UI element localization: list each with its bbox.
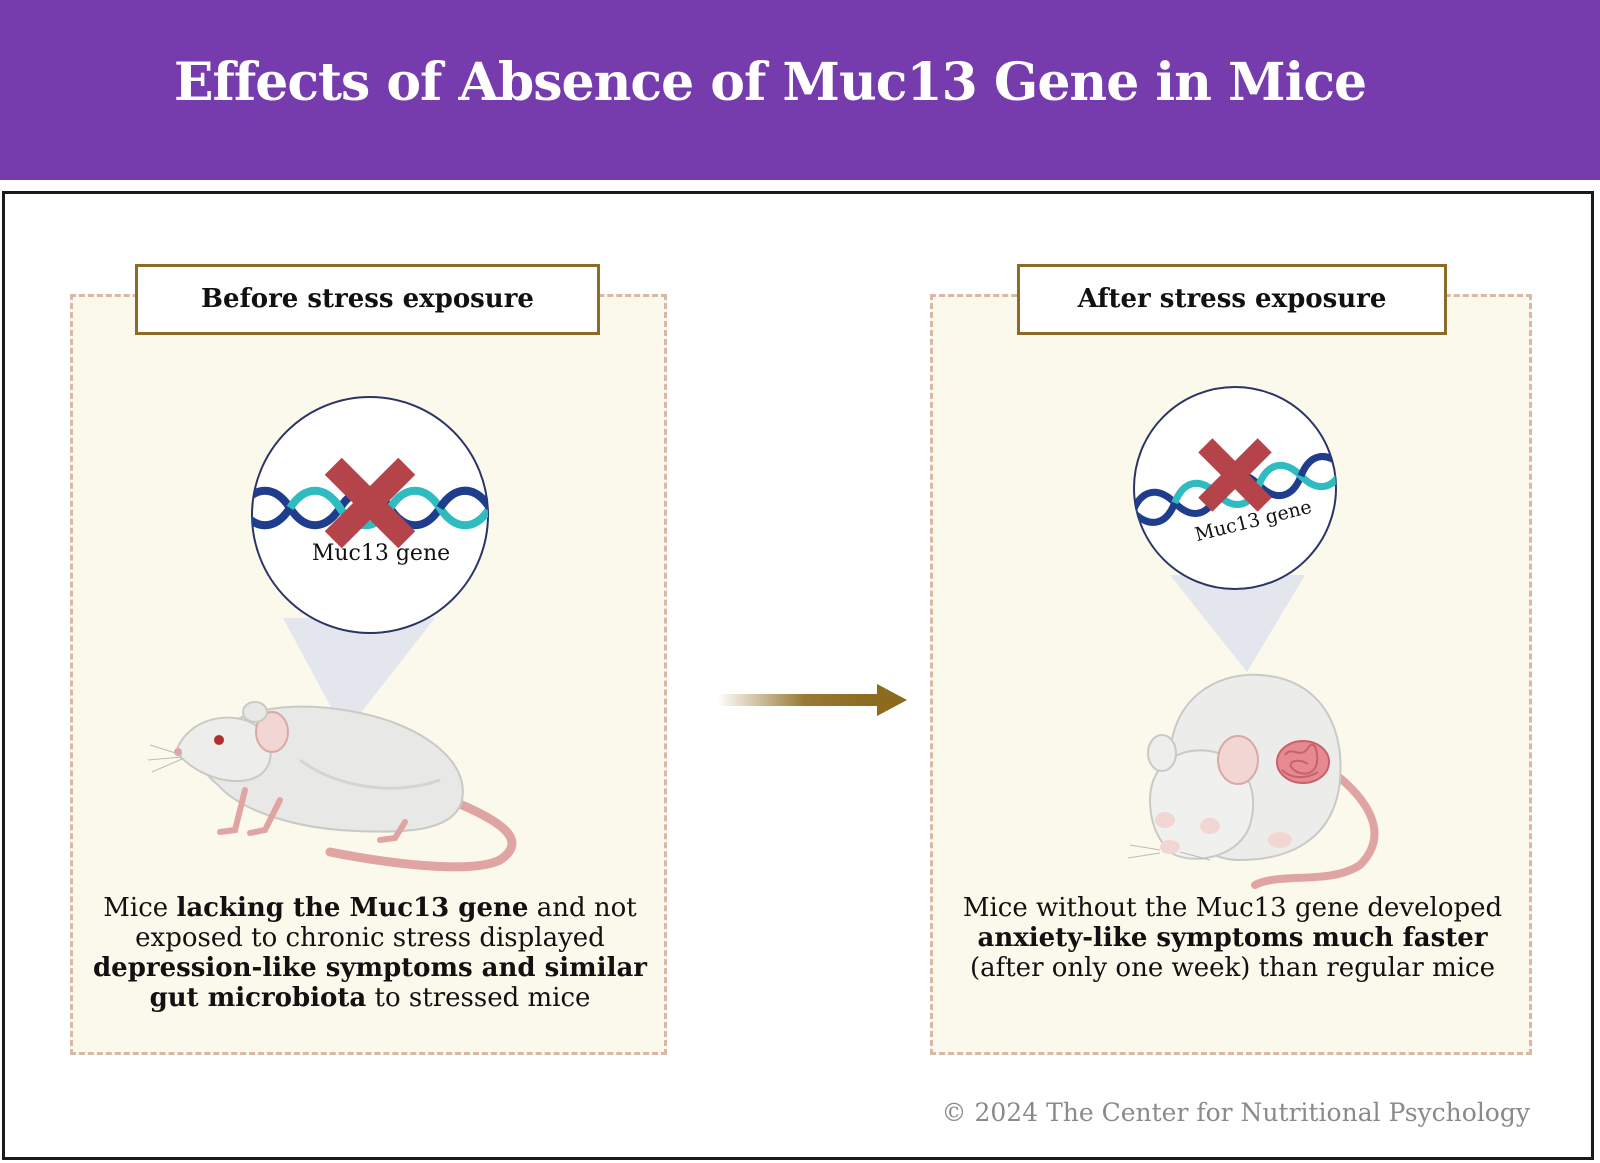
zoom-cone: [1170, 575, 1305, 672]
cross-icon: [324, 457, 416, 549]
curled-mouse-icon: [1127, 673, 1379, 889]
caption-bold: lacking the Muc13 gene: [176, 893, 529, 923]
page-title: Effects of Absence of Muc13 Gene in Mice: [173, 52, 1367, 113]
cross-icon: [1198, 438, 1272, 512]
panel-after-caption: Mice without the Muc13 gene developed an…: [945, 893, 1520, 983]
header-banner: Effects of Absence of Muc13 Gene in Mice: [0, 0, 1600, 180]
caption-text: and not exposed to chronic stress displa…: [135, 893, 637, 953]
zoom-cone: [283, 618, 435, 733]
caption-bold: depression-like symptoms and similar gut…: [93, 953, 647, 1013]
copyright-notice: © 2024 The Center for Nutritional Psycho…: [941, 1098, 1530, 1127]
panel-before-caption: Mice lacking the Muc13 gene and not expo…: [80, 893, 660, 1013]
arrow-right-icon: [717, 684, 907, 716]
caption-bold: anxiety-like symptoms much faster: [977, 923, 1488, 953]
panel-before-label: Before stress exposure: [135, 264, 600, 335]
caption-text: (after only one week) than regular mice: [969, 953, 1496, 983]
caption-text: Mice: [103, 893, 177, 923]
gene-label: Muc13 gene: [312, 541, 450, 566]
panel-after-label: After stress exposure: [1017, 264, 1447, 335]
mouse-icon: [147, 701, 517, 872]
caption-text: Mice without the Muc13 gene developed: [962, 893, 1503, 923]
caption-text: to stressed mice: [366, 983, 591, 1013]
gut-icon: [1276, 740, 1330, 784]
